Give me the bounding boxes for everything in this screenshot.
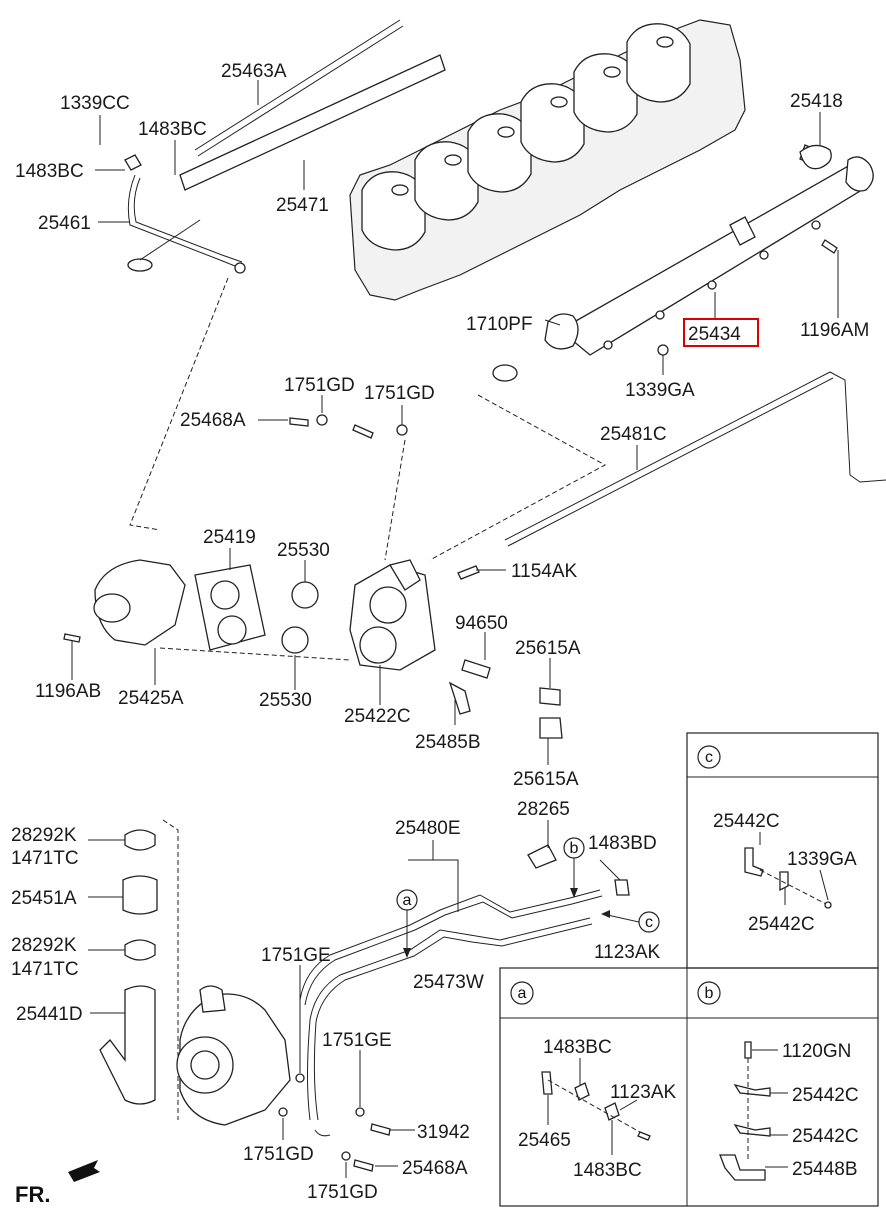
detail-a-header: a <box>510 981 534 1005</box>
label-25468A-top: 25468A <box>180 410 246 431</box>
label-25481C: 25481C <box>600 424 667 445</box>
callout-a-text: a <box>403 892 412 909</box>
label-1471TC-a: 1471TC <box>11 848 79 869</box>
label-25473W: 25473W <box>413 972 484 993</box>
label-25425A: 25425A <box>118 688 184 709</box>
label-detail-c-25442C-b: 25442C <box>748 914 815 935</box>
label-detail-b-25448B: 25448B <box>792 1159 858 1180</box>
label-1471TC-b: 1471TC <box>11 959 79 980</box>
gasket-25418 <box>799 144 832 170</box>
label-25451A: 25451A <box>11 888 77 909</box>
label-1339CC: 1339CC <box>60 93 130 114</box>
label-detail-c-1339GA: 1339GA <box>787 849 857 870</box>
bypass-pipe-assembly <box>124 19 446 274</box>
svg-text:a: a <box>518 985 527 1002</box>
label-1483BC-top: 1483BC <box>138 119 207 140</box>
label-1751GD-a: 1751GD <box>284 375 355 396</box>
label-detail-a-25465: 25465 <box>518 1130 571 1151</box>
label-1751GD-d: 1751GD <box>307 1182 378 1203</box>
label-31942: 31942 <box>417 1122 470 1143</box>
pipe-25441D <box>99 985 156 1105</box>
callout-b-text: b <box>570 840 579 857</box>
bolts-1751GD <box>289 414 408 439</box>
label-detail-b-1120GN: 1120GN <box>782 1041 851 1062</box>
detail-c-labels: 25442C 1339GA 25442C <box>713 811 857 935</box>
leader-lines <box>71 80 839 1178</box>
part-labels: 25463A 1339CC 1483BC 1483BC 25461 25471 … <box>11 61 869 1203</box>
label-25441D: 25441D <box>16 1004 83 1025</box>
label-28292K-a: 28292K <box>11 825 77 846</box>
label-25615A-top: 25615A <box>515 638 581 659</box>
label-1751GD-b: 1751GD <box>364 383 435 404</box>
label-25463A: 25463A <box>221 61 287 82</box>
label-1751GE-a: 1751GE <box>261 945 331 966</box>
label-1751GE-b: 1751GE <box>322 1030 392 1051</box>
label-1751GD-c: 1751GD <box>243 1144 314 1165</box>
callout-c[interactable]: c <box>601 910 660 933</box>
label-25468A-bot: 25468A <box>402 1158 468 1179</box>
label-detail-b-25442C-b: 25442C <box>792 1126 859 1147</box>
detail-a-labels: 1483BC 1123AK 25465 1483BC <box>518 1037 677 1181</box>
highlight-box-25434 <box>683 318 759 347</box>
label-1196AB: 1196AB <box>35 681 101 702</box>
label-detail-a-1483BC-b: 1483BC <box>573 1160 642 1181</box>
label-25461: 25461 <box>38 213 91 234</box>
label-94650: 94650 <box>455 613 508 634</box>
label-detail-b-25442C-a: 25442C <box>792 1085 859 1106</box>
pipes-25480E-25473W <box>278 844 630 1172</box>
label-25530-top: 25530 <box>277 540 330 561</box>
label-25422C: 25422C <box>344 706 411 727</box>
label-1196AM: 1196AM <box>800 320 869 341</box>
nut-1339GA <box>657 344 669 356</box>
label-28265: 28265 <box>517 799 570 820</box>
detail-c-parts <box>744 847 832 909</box>
callout-a[interactable]: a <box>396 889 418 958</box>
label-25419: 25419 <box>203 527 256 548</box>
detail-b-header: b <box>697 981 721 1005</box>
thermostat-housing-group <box>63 559 563 739</box>
label-25471: 25471 <box>276 195 329 216</box>
clamp-28292K-b <box>124 939 156 961</box>
bolt-1196AM <box>821 239 838 254</box>
label-1483BD: 1483BD <box>588 833 657 854</box>
callout-c-text: c <box>645 914 653 931</box>
label-25418: 25418 <box>790 91 843 112</box>
label-1710PF: 1710PF <box>466 314 533 335</box>
label-1154AK: 1154AK <box>511 561 578 582</box>
detail-a-parts <box>541 1071 651 1141</box>
water-pump-group <box>99 819 291 1126</box>
front-direction-arrow: FR. <box>15 1160 100 1207</box>
callout-b[interactable]: b <box>563 837 585 898</box>
label-1339GA: 1339GA <box>625 380 695 401</box>
oring-1710PF <box>492 364 518 382</box>
label-25434: 25434 <box>688 324 741 345</box>
clamp-28292K-a <box>124 829 156 851</box>
detail-b-labels: 1120GN 25442C 25442C 25448B <box>782 1041 859 1180</box>
detail-boxes <box>499 732 879 1207</box>
label-detail-c-25442C-a: 25442C <box>713 811 780 832</box>
label-25485B: 25485B <box>415 732 481 753</box>
detail-c-header: c <box>697 745 721 769</box>
svg-text:b: b <box>705 985 714 1002</box>
label-25615A-bot: 25615A <box>513 769 579 790</box>
cylinder-head-illustration <box>349 19 746 301</box>
detail-b-parts <box>719 1041 771 1181</box>
label-25530-bot: 25530 <box>259 690 312 711</box>
label-1483BC-left: 1483BC <box>15 161 84 182</box>
label-25480E: 25480E <box>395 818 461 839</box>
fr-label: FR. <box>15 1182 50 1207</box>
label-detail-a-1483BC-a: 1483BC <box>543 1037 612 1058</box>
label-28292K-b: 28292K <box>11 935 77 956</box>
label-detail-a-1123AK: 1123AK <box>610 1082 677 1103</box>
pipe-25481C <box>504 371 886 541</box>
label-1123AK: 1123AK <box>594 942 661 963</box>
svg-text:c: c <box>705 749 713 766</box>
hose-25451A <box>122 875 158 915</box>
